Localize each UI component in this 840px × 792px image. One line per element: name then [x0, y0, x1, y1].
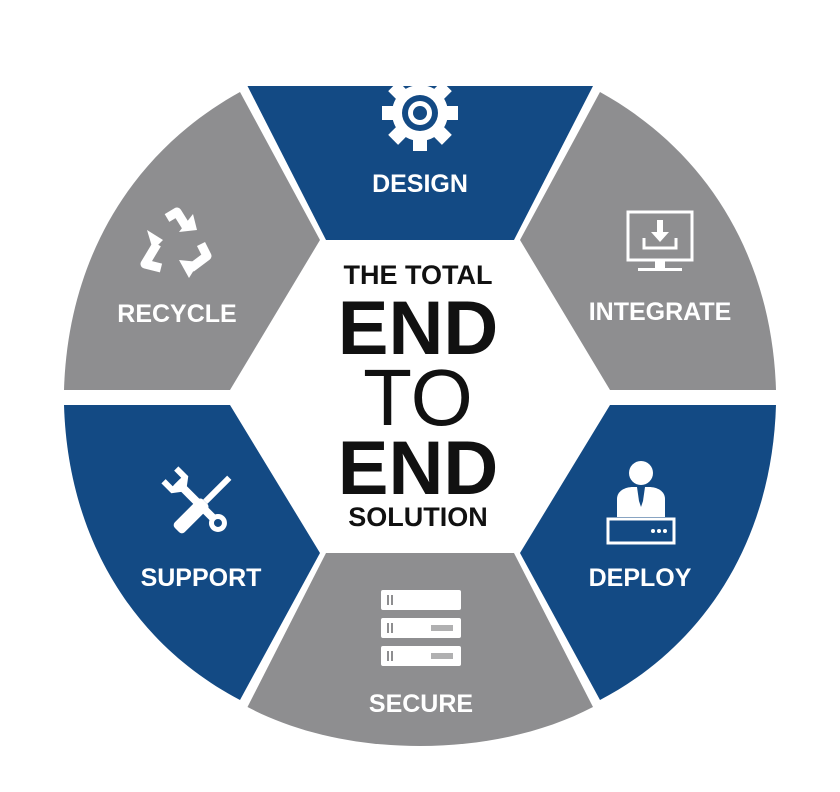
server-rack-icon [381, 590, 461, 666]
segment-deploy [520, 405, 776, 700]
segment-label-support: SUPPORT [141, 564, 262, 592]
center-line-solution: SOLUTION [348, 502, 488, 532]
center-line-to: TO [363, 353, 473, 442]
recycle-icon [140, 207, 212, 278]
segment-label-recycle: RECYCLE [117, 300, 236, 328]
person-server-icon [606, 461, 676, 545]
center-line-end-1: END [338, 286, 498, 371]
center-line-end-2: END [338, 426, 498, 511]
gear-icon [382, 75, 458, 151]
segment-label-design: DESIGN [372, 170, 468, 198]
segment-support [64, 405, 320, 700]
segment-label-secure: SECURE [369, 690, 473, 718]
segment-recycle [64, 92, 320, 390]
center-line-the-total: THE TOTAL [344, 260, 493, 290]
segment-design [247, 86, 593, 240]
segment-label-deploy: DEPLOY [589, 564, 692, 592]
wrench-screwdriver-icon [161, 466, 232, 534]
segment-integrate [520, 92, 776, 390]
segment-label-integrate: INTEGRATE [589, 298, 732, 326]
monitor-download-icon [626, 210, 694, 271]
